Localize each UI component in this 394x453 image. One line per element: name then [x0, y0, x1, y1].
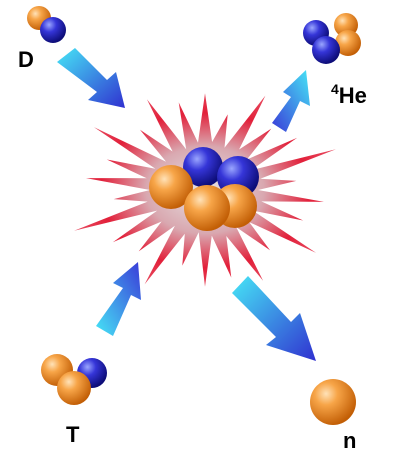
label-tritium: T [66, 422, 80, 447]
label-helium-symbol: He [338, 83, 367, 108]
helium-nucleus-icon [303, 13, 361, 64]
deuterium-nucleus-icon [27, 6, 66, 43]
neutron-particle-icon [310, 379, 356, 425]
label-neutron: n [343, 428, 357, 453]
fused-nucleus [149, 147, 259, 231]
label-deuterium: D [18, 47, 34, 72]
arrow-helium-out [272, 70, 310, 132]
arrow-tritium-in [96, 262, 141, 336]
tritium-nucleus-icon [41, 354, 107, 405]
arrow-deuterium-in [57, 48, 125, 108]
arrow-neutron-out [232, 276, 316, 361]
label-helium: 4He [331, 82, 367, 108]
label-helium-mass-number: 4 [331, 81, 339, 97]
